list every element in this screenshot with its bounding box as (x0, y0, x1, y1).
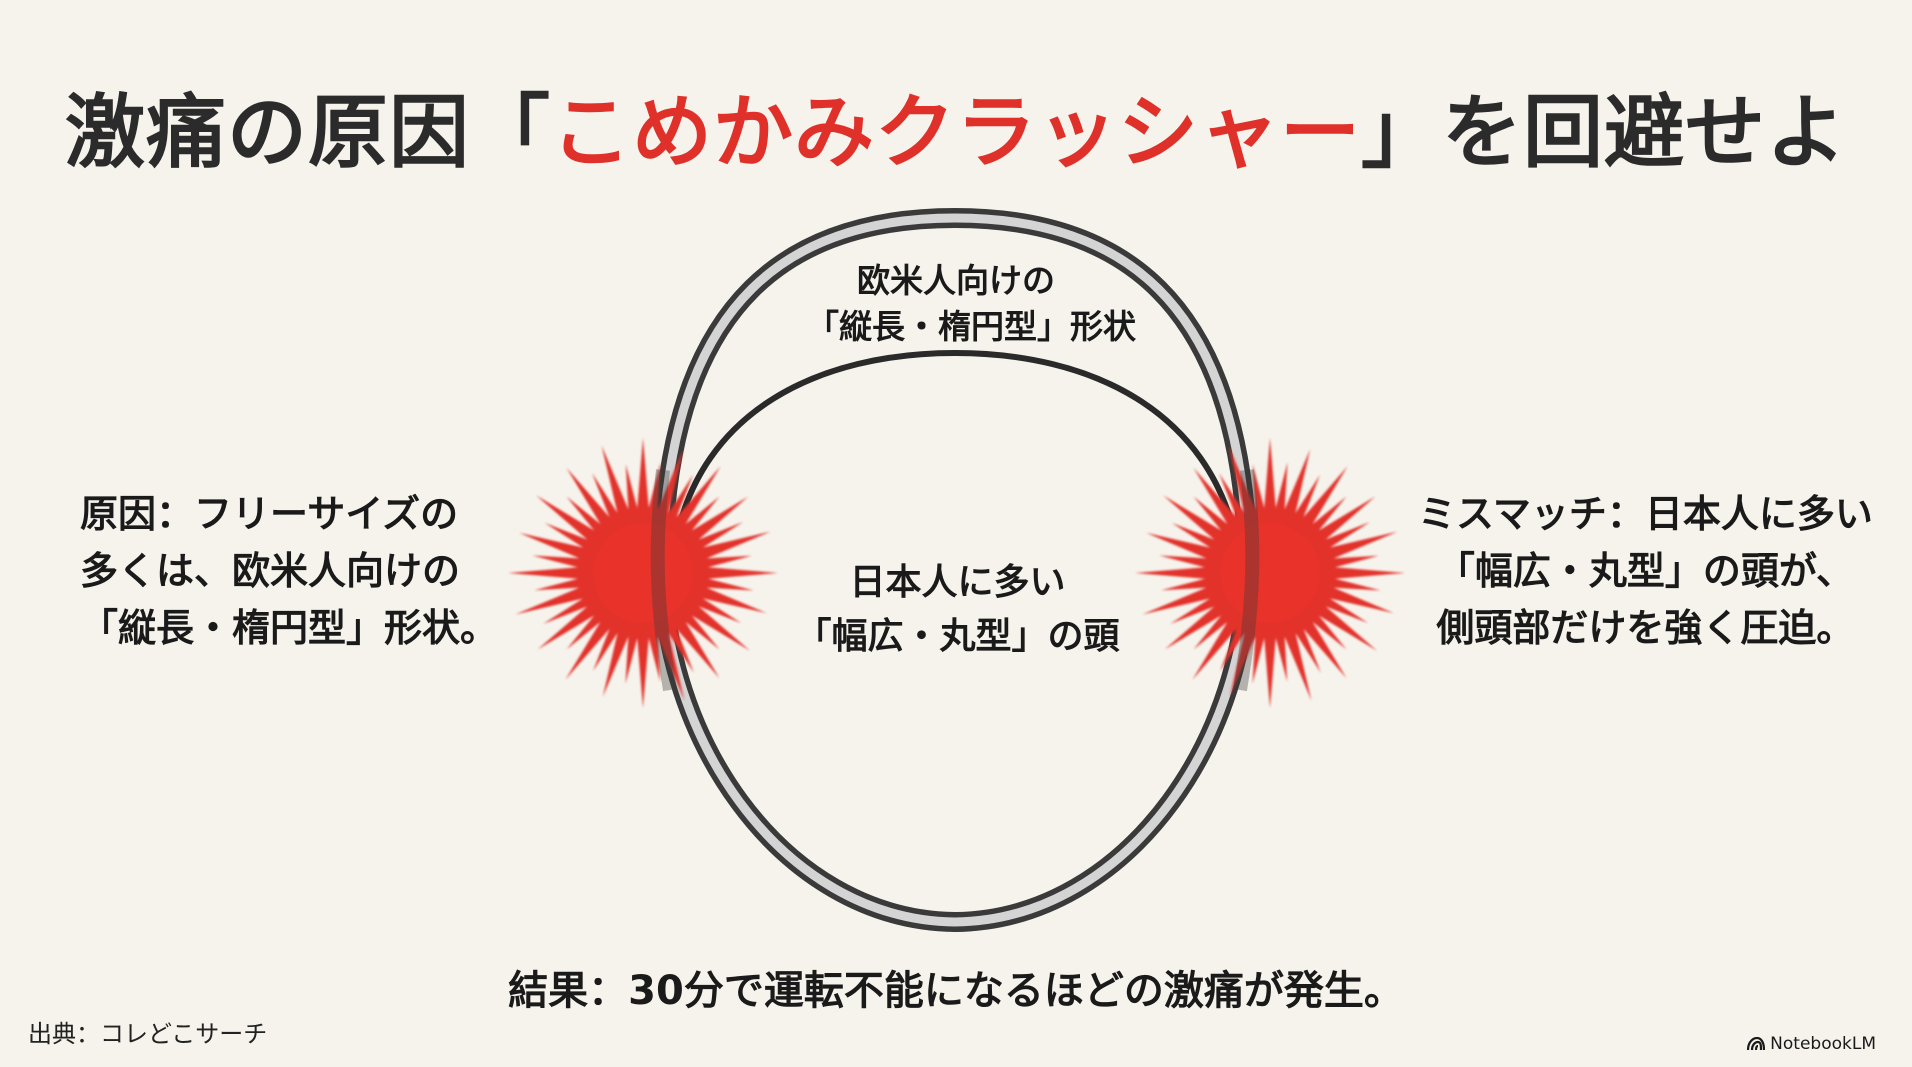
title-highlight: こめかみクラッシャー (551, 86, 1361, 179)
title-suffix: 」を回避せよ (1361, 86, 1847, 179)
title-prefix: 激痛の原因「 (65, 86, 551, 179)
result-text: 結果：30分で運転不能になるほどの激痛が発生。 (508, 968, 1404, 1014)
burst-icon (508, 438, 778, 708)
brand-watermark: NotebookLM (1747, 1034, 1876, 1054)
mismatch-text: ミスマッチ：日本人に多い 「幅広・丸型」の頭が、 側頭部だけを強く圧迫。 (1418, 492, 1873, 650)
head-shape-label: 日本人に多い 「幅広・丸型」の頭 (795, 562, 1120, 657)
source-citation: 出典：コレどこサーチ (28, 1020, 268, 1048)
brand-name: NotebookLM (1770, 1034, 1876, 1054)
helmet-shape-label: 欧米人向けの 「縦長・楕円型」形状 (806, 261, 1136, 346)
notebooklm-logo-icon (1747, 1037, 1766, 1051)
head-outline (672, 349, 1240, 546)
burst-icon (1135, 438, 1405, 708)
page-title: 激痛の原因「こめかみクラッシャー」を回避せよ (0, 68, 1912, 184)
cause-text: 原因：フリーサイズの 多くは、欧米人向けの 「縦長・楕円型」形状。 (80, 492, 499, 650)
